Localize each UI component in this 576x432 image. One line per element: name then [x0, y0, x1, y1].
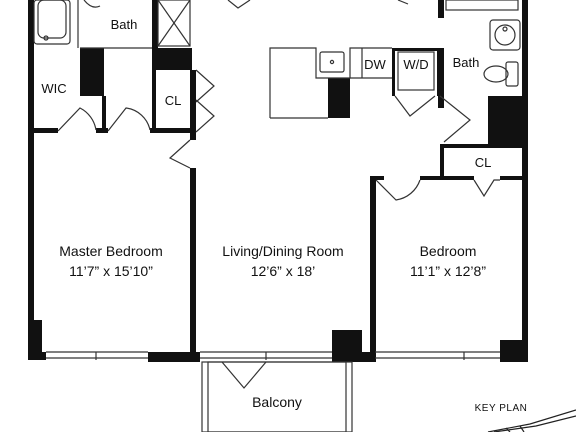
dishwasher-label: DW	[364, 57, 386, 72]
closet-right-label: CL	[474, 155, 492, 170]
closet-left-label: CL	[164, 93, 182, 108]
key-plan-label: KEY PLAN	[474, 403, 528, 414]
fixtures	[33, 0, 521, 432]
wic-label: WIC	[41, 81, 67, 96]
washer-dryer-label: W/D	[403, 57, 429, 72]
bath-right-label: Bath	[452, 55, 480, 70]
bath-top-label: Bath	[110, 17, 138, 32]
bedroom-name: Bedroom	[419, 243, 477, 259]
balcony-label: Balcony	[252, 394, 302, 410]
key-plan-graphic	[487, 409, 576, 432]
walls	[28, 0, 528, 362]
living-dining-dimensions: 12’6” x 18’	[250, 263, 316, 279]
master-bedroom-name: Master Bedroom	[59, 243, 163, 259]
living-dining-name: Living/Dining Room	[222, 243, 344, 259]
bedroom-dimensions: 11’1” x 12’8”	[409, 263, 486, 279]
master-bedroom-dimensions: 11’7” x 15’10”	[69, 263, 153, 279]
